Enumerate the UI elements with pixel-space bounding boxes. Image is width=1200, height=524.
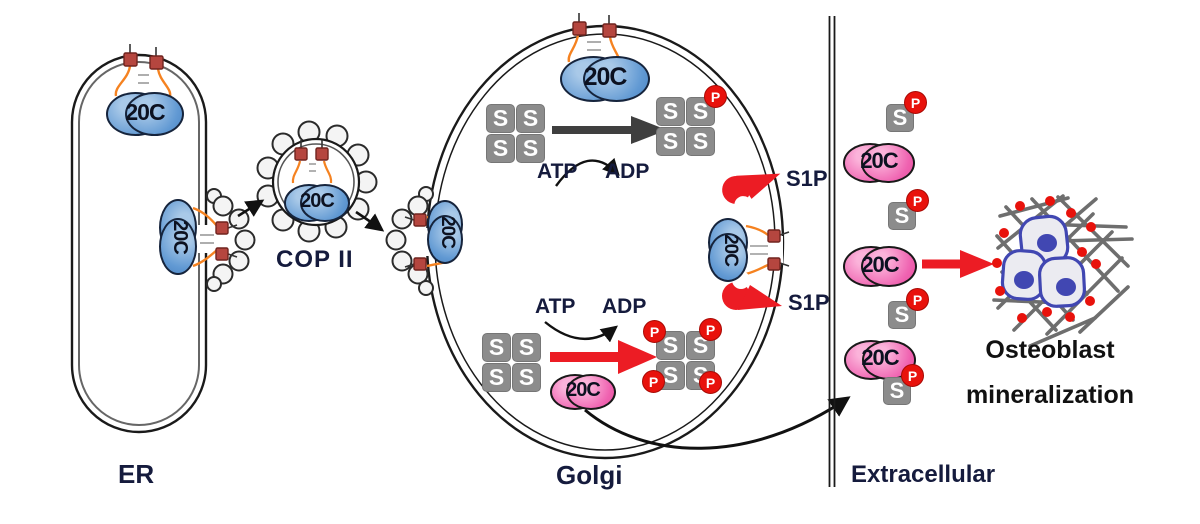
label-s1p-lower: S1P [788, 290, 830, 315]
phosphate-badge: P [643, 320, 666, 343]
label-extracellular: Extracellular [851, 461, 996, 488]
mineral-deposits [992, 196, 1101, 323]
phosphate-badge: P [906, 288, 929, 311]
cargo-20c-extracellular-1: 20C [843, 143, 915, 183]
substrate-s: S [482, 363, 511, 392]
osteoblast-cells [1000, 214, 1087, 308]
substrate-s-hyperphosphorylated: S [656, 361, 685, 390]
golgi-right-receptor [745, 224, 790, 276]
cargo-20c-er-top: 20C [106, 92, 184, 136]
cargo-20c-golgi-entry: 20C [431, 200, 463, 264]
caption-osteoblast: Osteoblast [985, 336, 1115, 364]
label-copii: COP II [276, 246, 354, 273]
phosphate-badge: P [906, 189, 929, 212]
substrate-s: S [486, 134, 515, 163]
phosphate-badge: P [699, 318, 722, 341]
label-atp-upper: ATP [537, 160, 578, 183]
copii-coat-budding [206, 188, 256, 292]
substrate-s: S [516, 134, 545, 163]
label-golgi: Golgi [556, 460, 623, 490]
phosphate-badge: P [699, 371, 722, 394]
s1p-protease-upper [722, 173, 781, 215]
kinase-arrow-lower [550, 340, 657, 374]
mineralization-arrow [922, 250, 994, 278]
secretion-arrow [584, 396, 851, 450]
kinase-arrow-upper [552, 116, 667, 144]
substrate-s-hyperphosphorylated: S [656, 331, 685, 360]
substrate-s-phosphorylated: S [656, 97, 685, 126]
label-adp-upper: ADP [605, 160, 650, 183]
atp-adp-arrow-upper [555, 157, 620, 187]
substrate-s: S [482, 333, 511, 362]
plasma-membrane-separator [828, 16, 836, 487]
substrate-s: S [512, 333, 541, 362]
cargo-receptor-icon [215, 221, 229, 261]
cargo-20c-golgi-top: 20C [560, 56, 650, 102]
cargo-20c-golgi-right: 20C [712, 218, 748, 282]
substrate-s: S [512, 363, 541, 392]
phosphate-badge: P [642, 370, 665, 393]
substrate-s-phosphorylated: S [686, 127, 715, 156]
cargo-20c-extracellular-2: 20C [843, 246, 917, 287]
phosphate-badge: P [704, 85, 727, 108]
copii-vesicle [256, 120, 378, 243]
label-er: ER [118, 459, 155, 489]
substrate-s: S [486, 104, 515, 133]
caption-mineralization: mineralization [965, 381, 1135, 409]
substrate-s-phosphorylated: S [656, 127, 685, 156]
label-atp-lower: ATP [535, 295, 576, 318]
phosphate-badge: P [904, 91, 927, 114]
secreted-substrate-s: S [888, 202, 916, 230]
label-s1p-upper: S1P [786, 166, 828, 191]
arrow-copii-to-golgi [355, 210, 385, 232]
phosphate-badge: P [901, 364, 924, 387]
copii-coat-fusing [385, 186, 434, 296]
cargo-20c-copii: 20C [284, 184, 350, 222]
cargo-20c-golgi-cleaved: 20C [550, 374, 616, 410]
substrate-s: S [516, 104, 545, 133]
secreted-substrate-s: S [886, 104, 914, 132]
arrow-er-to-copii [237, 199, 265, 218]
atp-adp-arrow-lower [544, 321, 618, 343]
cargo-20c-er-exit: 20C [163, 199, 197, 275]
label-adp-lower: ADP [602, 295, 647, 318]
er-top-receptor [114, 44, 172, 98]
